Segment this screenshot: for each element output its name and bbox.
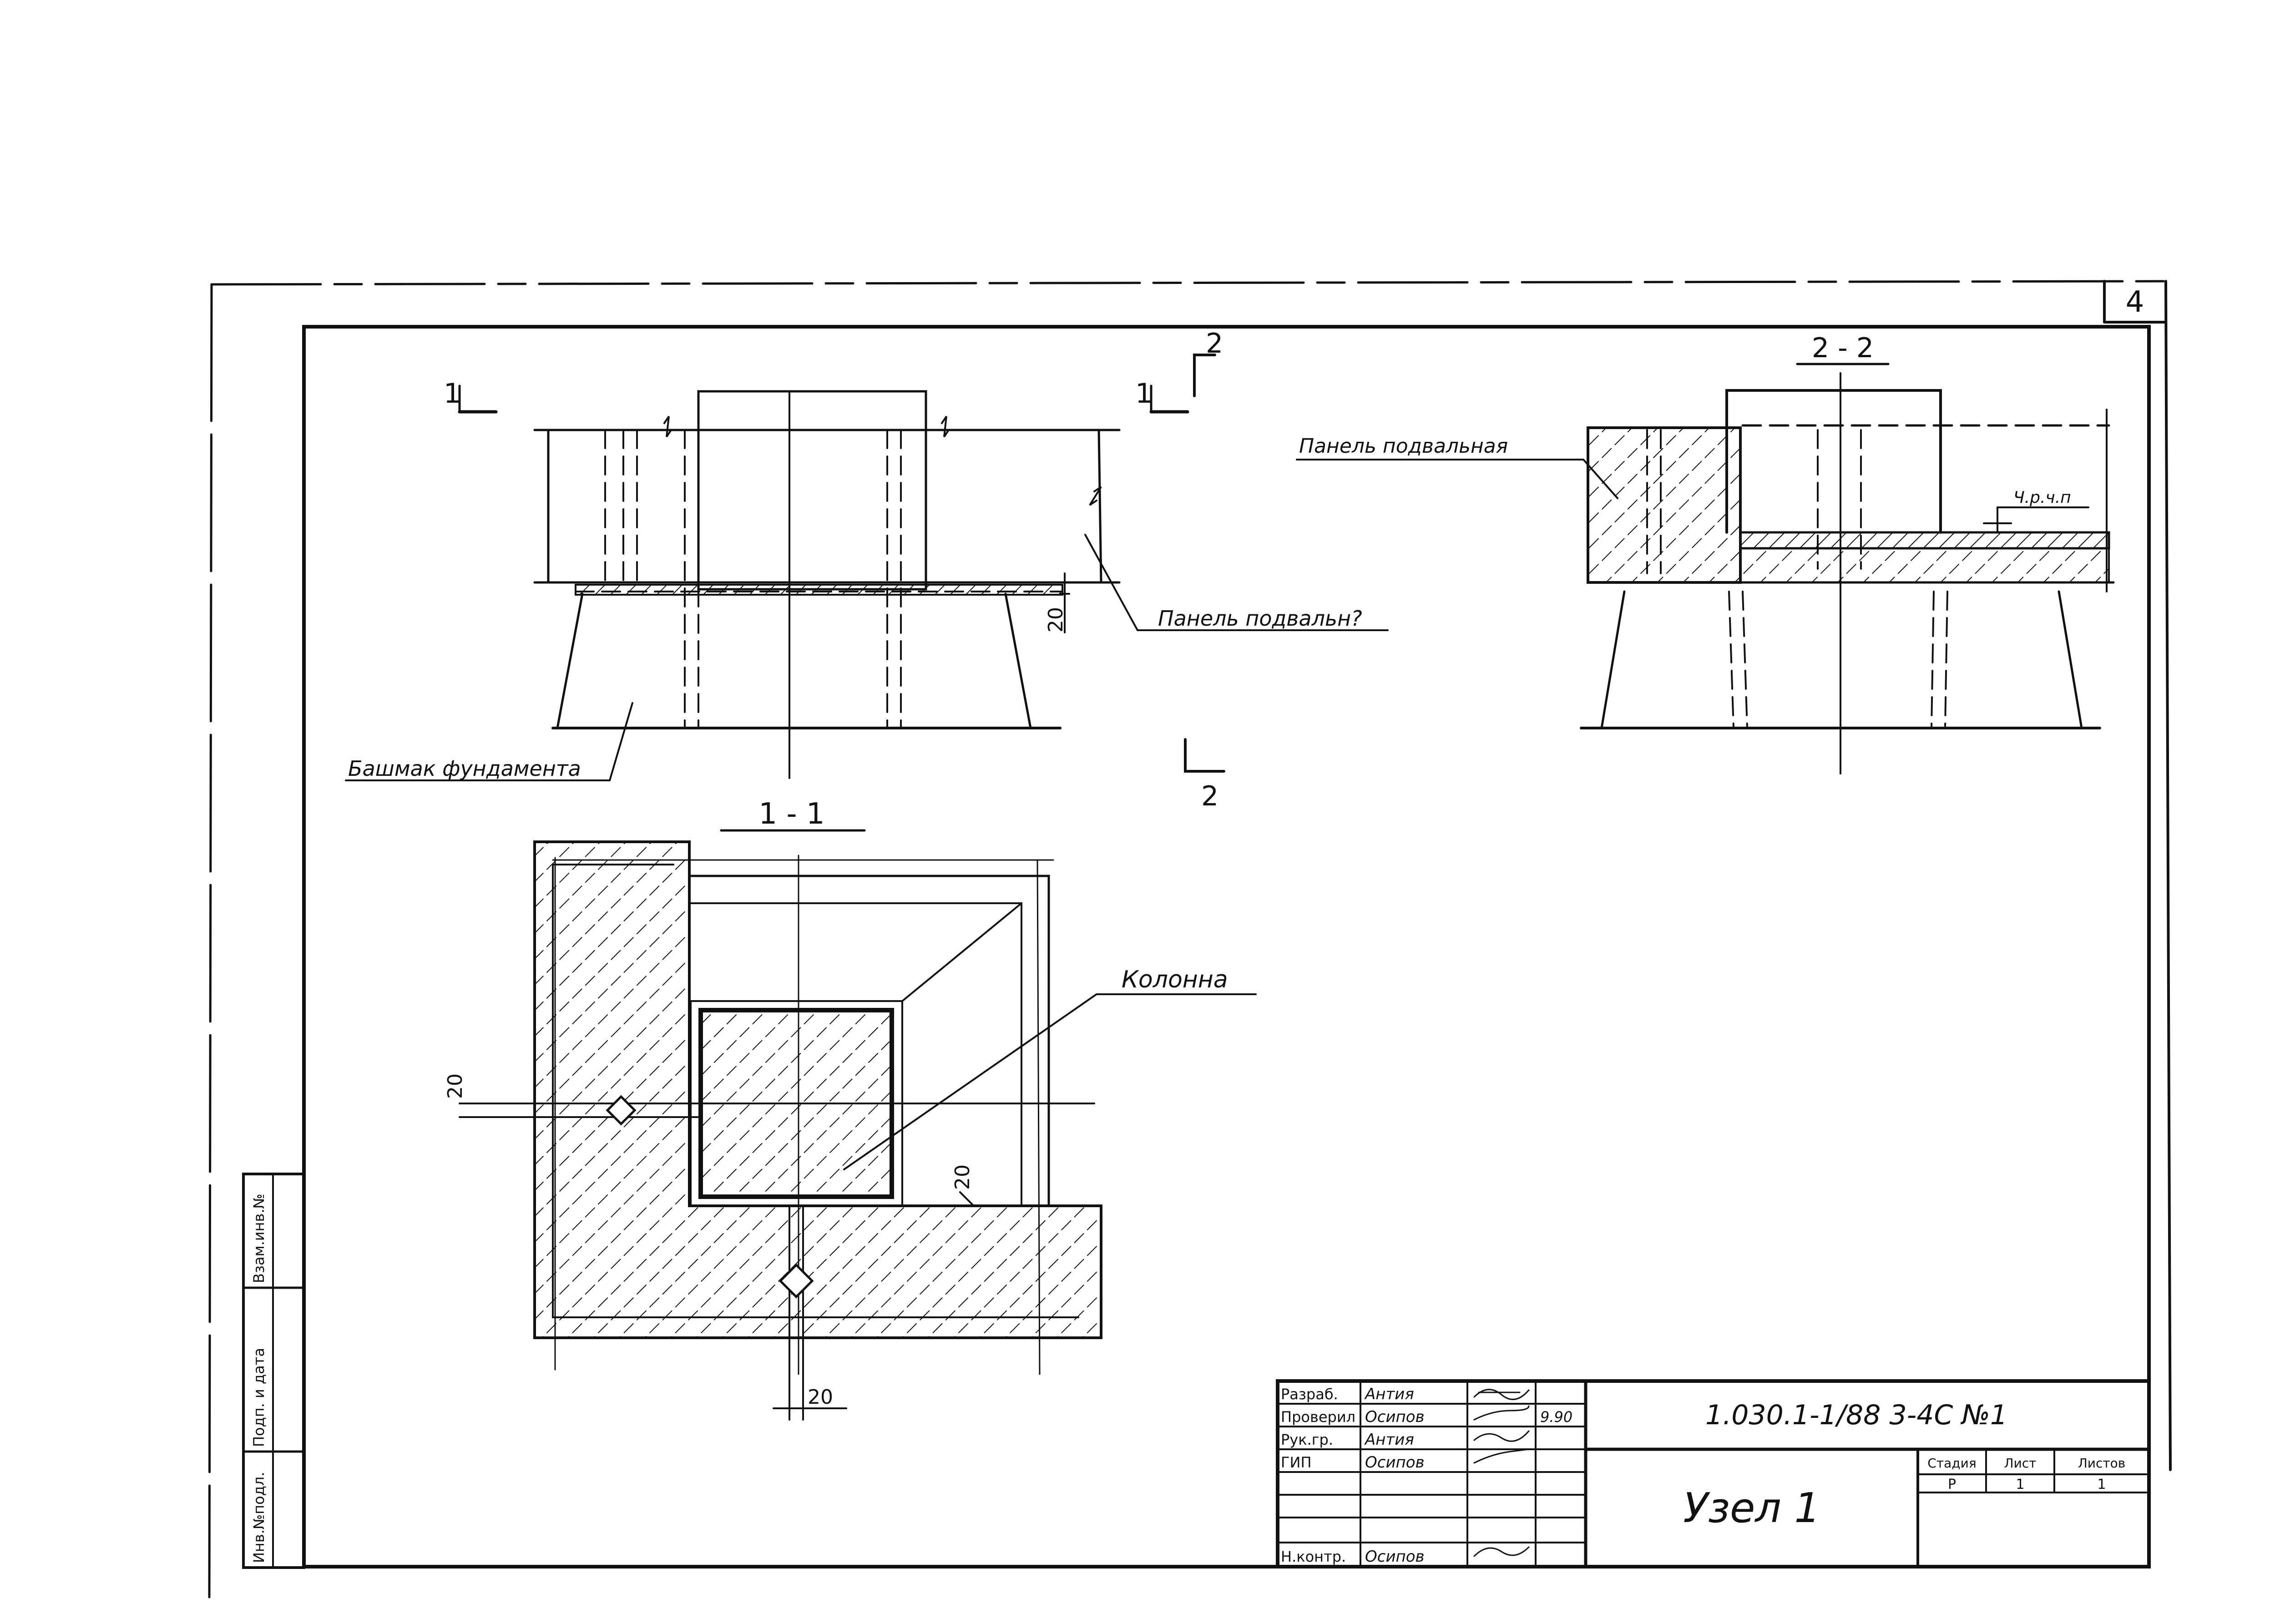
plan-dim-left: 20 bbox=[444, 1073, 467, 1099]
elevation-view bbox=[345, 354, 1389, 781]
label-floor-level: Ч.р.ч.п bbox=[2013, 488, 2071, 507]
section-mark-1-left: 1 bbox=[444, 378, 461, 410]
section-mark-2-bottom: 2 bbox=[1201, 780, 1218, 812]
label-basement-panel: Панель подвальн? bbox=[1158, 606, 1362, 631]
elevation-dim-gap: 20 bbox=[1044, 607, 1067, 632]
drawing-title: Узел 1 bbox=[1683, 1484, 1820, 1532]
role-group-lead: Рук.гр. bbox=[1281, 1431, 1333, 1448]
document-code: 1.030.1-1/88 3-4С №1 bbox=[1705, 1399, 2007, 1431]
value-sheets: 1 bbox=[2097, 1477, 2106, 1492]
plan-dim-bottom: 20 bbox=[808, 1386, 833, 1409]
name-developer: Антия bbox=[1364, 1385, 1414, 1403]
section-mark-1-right: 1 bbox=[1135, 378, 1153, 410]
role-norm-control: Н.контр. bbox=[1281, 1548, 1346, 1565]
header-sheet: Лист bbox=[2004, 1456, 2037, 1471]
name-checker: Осипов bbox=[1365, 1408, 1425, 1426]
outer-trim-line bbox=[208, 280, 2167, 1599]
sheet-number: 4 bbox=[2126, 285, 2144, 319]
value-sheet: 1 bbox=[2016, 1477, 2024, 1492]
section-1-1 bbox=[459, 829, 1257, 1421]
section-2-2 bbox=[1296, 363, 2115, 774]
side-stamp bbox=[242, 1173, 305, 1569]
name-group-lead: Антия bbox=[1364, 1431, 1414, 1449]
header-stage: Стадия bbox=[1927, 1456, 1976, 1471]
stamp-inventory-number: Инв.№подл. bbox=[250, 1472, 268, 1563]
name-norm-control: Осипов bbox=[1365, 1548, 1425, 1566]
title-block bbox=[1276, 1379, 2151, 1568]
section-2-2-title: 2 - 2 bbox=[1812, 332, 1874, 364]
label-foundation-footing: Башмак фундамента bbox=[348, 756, 581, 781]
approval-date: 9.90 bbox=[1540, 1408, 1572, 1426]
label-column: Колонна bbox=[1122, 966, 1228, 993]
value-stage: Р bbox=[1948, 1477, 1956, 1492]
name-chief-engineer: Осипов bbox=[1365, 1453, 1425, 1472]
plan-dim-right: 20 bbox=[951, 1164, 974, 1190]
stamp-signature-date: Подп. и дата bbox=[250, 1348, 268, 1447]
drawing-frame bbox=[302, 325, 2151, 1568]
role-developer: Разраб. bbox=[1281, 1386, 1338, 1403]
role-chief-engineer: ГИП bbox=[1281, 1454, 1312, 1471]
role-checker: Проверил bbox=[1281, 1408, 1355, 1426]
section-mark-2-top: 2 bbox=[1206, 328, 1223, 359]
sheet-number-box bbox=[2103, 280, 2172, 1471]
stamp-replacement-number: Взам.инв.№ bbox=[250, 1194, 268, 1283]
section-1-1-title: 1 - 1 bbox=[758, 797, 824, 831]
label-basement-panel-2: Панель подвальная bbox=[1299, 435, 1508, 458]
header-sheets: Листов bbox=[2078, 1456, 2126, 1471]
